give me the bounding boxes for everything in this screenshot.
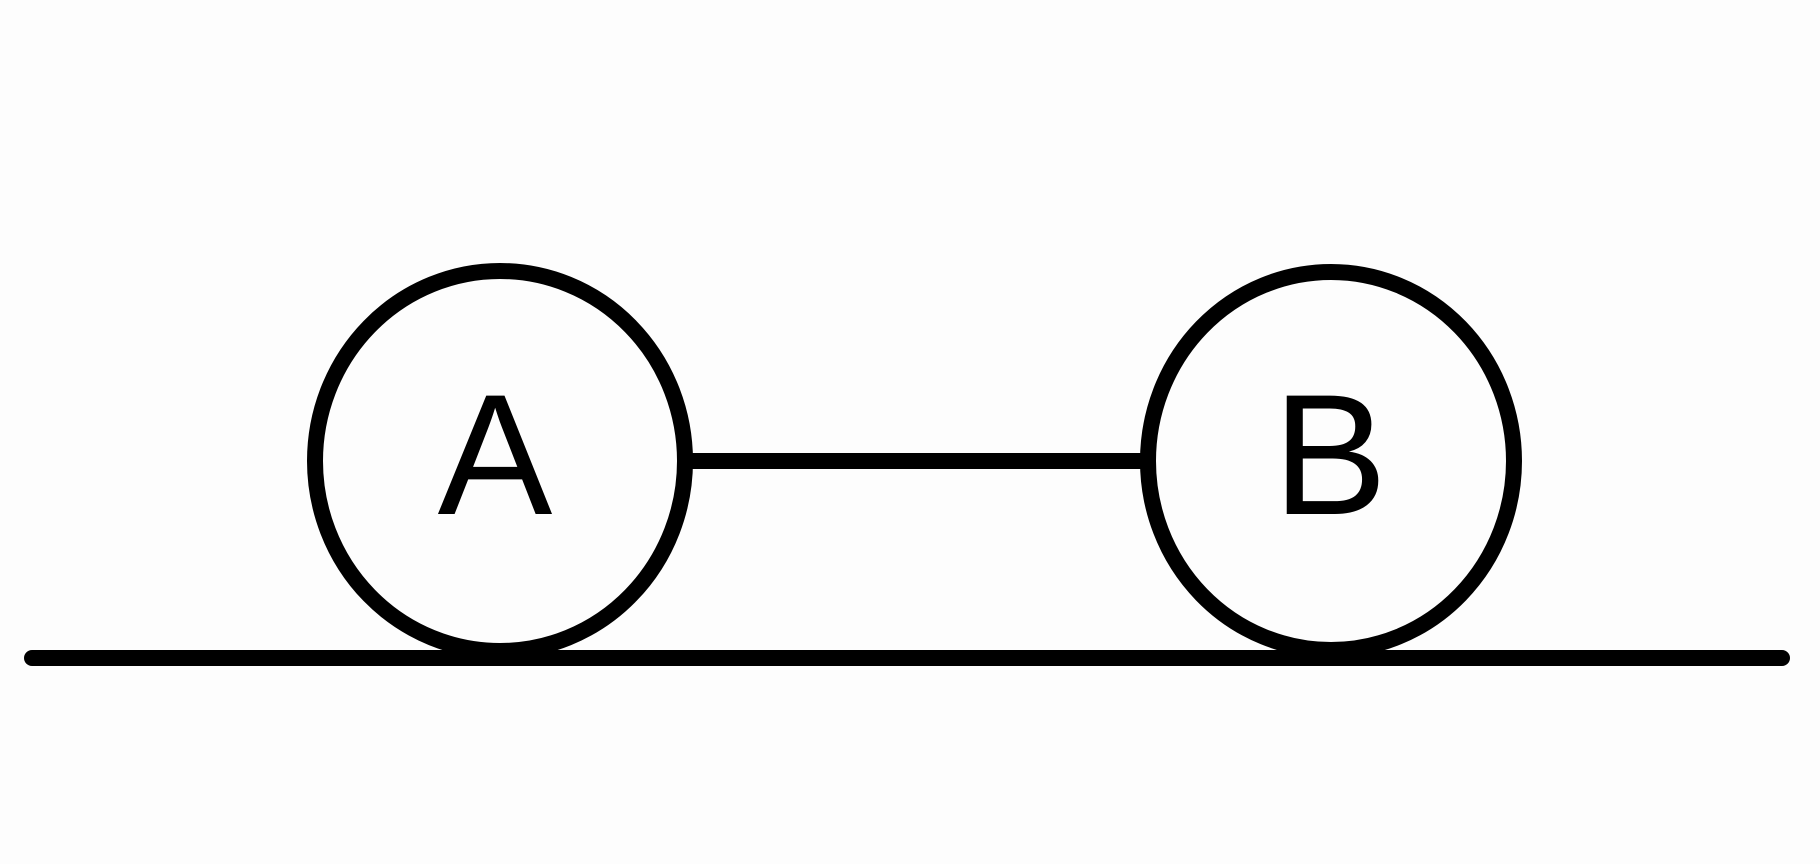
node-a: A [307,263,693,659]
node-b: B [1140,264,1522,658]
node-b-label: B [1273,359,1388,551]
node-b-circle [1140,264,1522,658]
node-a-label: A [438,359,553,551]
node-a-circle [307,263,693,659]
